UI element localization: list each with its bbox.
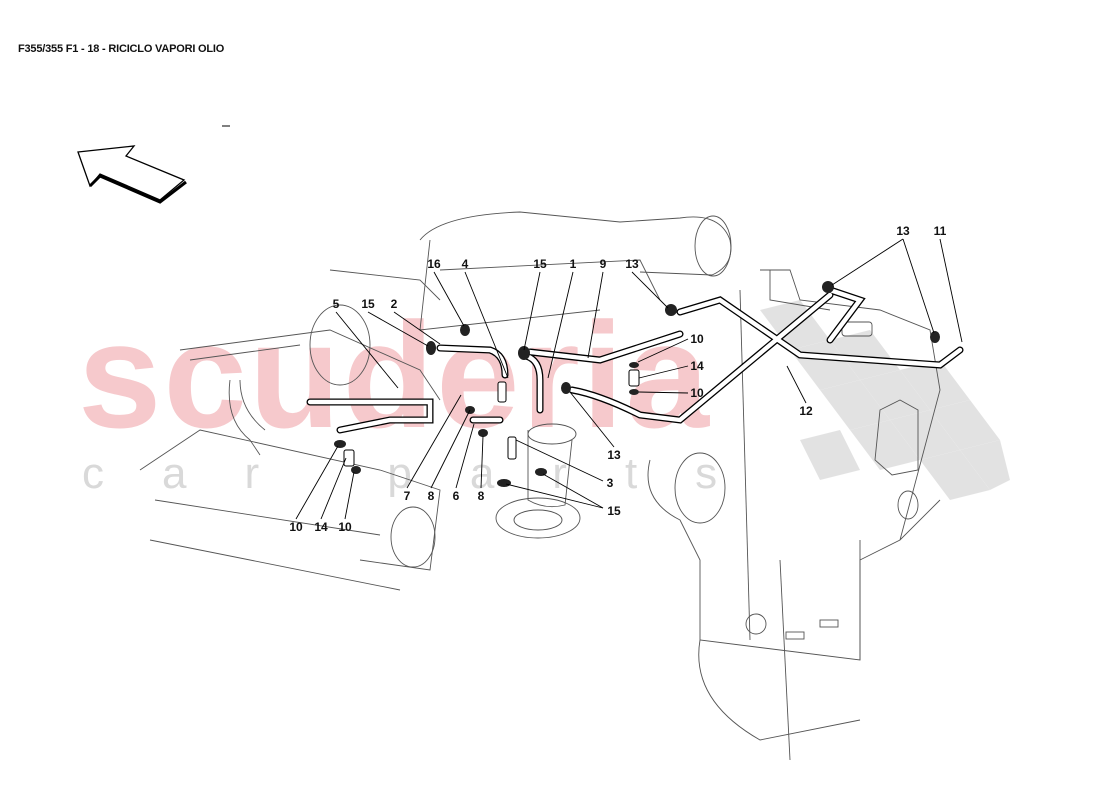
checkered-flag-watermark [760, 300, 1010, 500]
callout-16: 16 [427, 257, 441, 271]
callout-7: 7 [403, 489, 411, 503]
callout-8: 8 [427, 489, 435, 503]
callout-13: 13 [607, 448, 621, 462]
callout-15: 15 [533, 257, 547, 271]
callout-13: 13 [896, 224, 910, 238]
callout-2: 2 [390, 297, 398, 311]
callout-11: 11 [933, 224, 947, 238]
hose-clamps [334, 281, 940, 487]
callout-10: 10 [338, 520, 352, 534]
callout-15: 15 [361, 297, 375, 311]
callout-14: 14 [690, 359, 704, 373]
callout-6: 6 [452, 489, 460, 503]
engine-outline [139, 211, 941, 761]
callout-10: 10 [690, 386, 704, 400]
callout-10: 10 [690, 332, 704, 346]
callout-3: 3 [606, 476, 614, 490]
callout-14: 14 [314, 520, 328, 534]
callout-13: 13 [625, 257, 639, 271]
leader-lines [295, 238, 963, 520]
callout-9: 9 [599, 257, 607, 271]
callout-15: 15 [607, 504, 621, 518]
callout-12: 12 [799, 404, 813, 418]
callout-4: 4 [461, 257, 469, 271]
watermark-scuderia: scuderia [78, 291, 711, 459]
callout-1: 1 [569, 257, 577, 271]
arrow-up-left-icon [77, 145, 187, 204]
watermark-car-parts: car parts [82, 449, 776, 498]
page-title: F355/355 F1 - 18 - RICICLO VAPORI OLIO [18, 43, 225, 55]
callout-8: 8 [477, 489, 485, 503]
callout-5: 5 [332, 297, 340, 311]
callout-10: 10 [289, 520, 303, 534]
